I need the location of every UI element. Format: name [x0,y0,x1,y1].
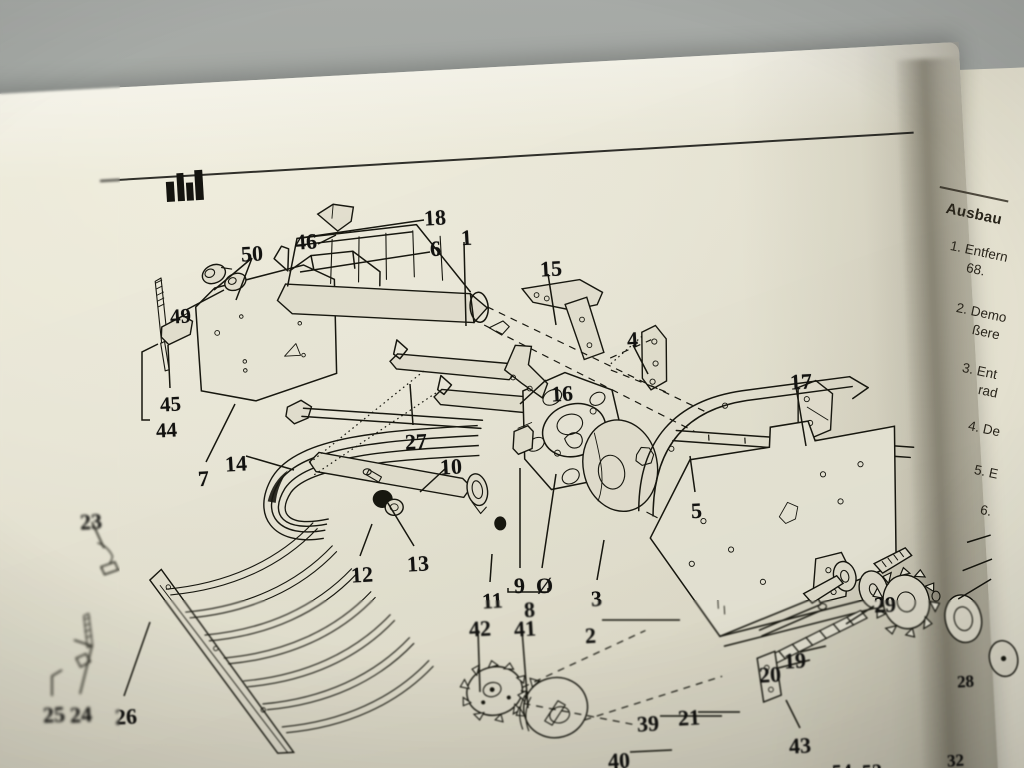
callout-number-9: 9 [513,572,526,599]
callout-number-17: 17 [789,368,813,395]
callout-number-1: 1 [460,224,473,251]
callout-number-12: 12 [350,561,374,588]
callout-number-23: 23 [79,508,103,535]
callout-number-44: 44 [155,417,178,443]
callout-number-6: 6 [429,235,442,262]
left-page-diagram [0,41,1000,768]
callout-number-40: 40 [607,747,631,768]
callout-number-27: 27 [404,428,428,455]
callout-number-41: 41 [513,615,537,642]
callout-number-19: 19 [783,647,807,674]
callout-number-15: 15 [539,255,563,282]
callout-number-29: 29 [873,591,897,618]
callout-number-10: 10 [439,453,463,480]
callout-number-32: 32 [946,750,965,768]
callout-number-46: 46 [294,228,318,255]
callout-number-26: 26 [114,703,138,730]
callout-number-50: 50 [240,240,264,267]
callout-number-11: 11 [481,587,504,614]
callout-number-2: 2 [584,622,597,649]
callout-number-13: 13 [406,550,430,577]
callout-number-Ø: Ø [535,572,554,599]
callout-number-7: 7 [197,465,210,492]
callout-number-18: 18 [423,204,447,231]
callout-number-3: 3 [590,585,603,612]
callout-number-20: 20 [758,661,782,688]
callout-number-16: 16 [550,380,574,407]
callout-number-24: 24 [69,701,93,728]
callout-number-14: 14 [224,450,248,477]
callout-number-49: 49 [169,303,192,329]
callout-number-54: 54 [831,760,852,768]
callout-number-28: 28 [956,671,975,692]
callout-number-52: 52 [861,760,882,768]
callout-number-5: 5 [690,497,703,524]
international-harvester-logo [165,165,215,202]
callout-number-43: 43 [788,732,812,759]
callout-number-39: 39 [636,710,660,737]
callout-number-42: 42 [468,615,492,642]
callout-number-4: 4 [626,326,639,353]
callout-number-21: 21 [677,704,701,731]
callout-number-25: 25 [42,701,66,728]
callout-number-45: 45 [159,391,182,417]
